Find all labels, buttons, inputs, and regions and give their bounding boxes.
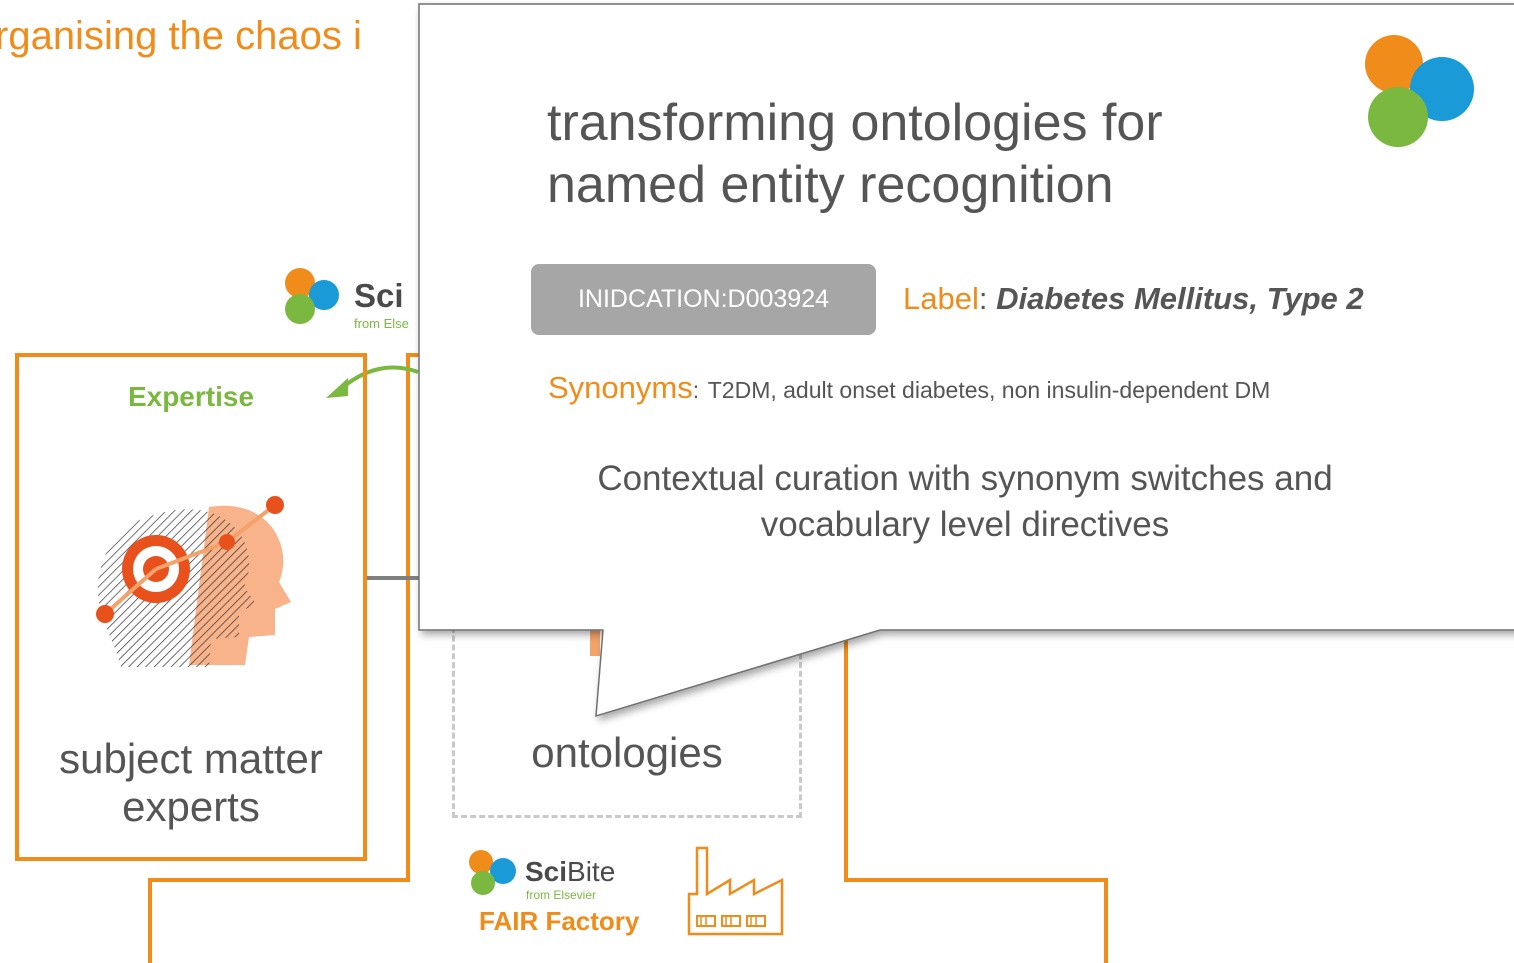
label-value: Diabetes Mellitus, Type 2 bbox=[996, 281, 1364, 316]
label-separator: : bbox=[978, 281, 988, 316]
callout-description: Contextual curation with synonym switche… bbox=[540, 456, 1390, 548]
fair-factory-label: FAIR Factory bbox=[479, 906, 640, 936]
scibite-bottom-bold: Sci bbox=[525, 856, 568, 887]
scibite-logo-large-icon bbox=[1365, 35, 1474, 147]
label-row: Label: Diabetes Mellitus, Type 2 bbox=[903, 281, 1364, 317]
expertise-panel: Expertise subject matter experts bbox=[15, 353, 367, 861]
label-key: Label bbox=[903, 281, 979, 316]
callout-description-line2: vocabulary level directives bbox=[760, 505, 1170, 544]
synonyms-value: T2DM, adult onset diabetes, non insulin-… bbox=[707, 377, 1271, 403]
scibite-bottom-subtext: from Elsevier bbox=[526, 888, 597, 902]
ontologies-label: ontologies bbox=[531, 729, 723, 776]
synonyms-separator: : bbox=[692, 377, 700, 403]
concept-id-badge: INIDCATION:D003924 bbox=[531, 264, 876, 335]
expert-caption: subject matter experts bbox=[19, 735, 363, 831]
expert-caption-line1: subject matter bbox=[59, 735, 323, 782]
scibite-bottom-brand: SciBite bbox=[525, 856, 615, 888]
curved-arrow-icon bbox=[326, 365, 419, 398]
expert-head-icon bbox=[96, 496, 291, 667]
scibite-logo-small-icon bbox=[469, 850, 516, 895]
expert-caption-line2: experts bbox=[122, 783, 260, 830]
synonyms-row: Synonyms: T2DM, adult onset diabetes, no… bbox=[548, 370, 1270, 406]
callout-title-line2: named entity recognition bbox=[547, 156, 1114, 214]
scibite-brand-text: Sci bbox=[354, 277, 404, 314]
slide-title: rganising the chaos i bbox=[0, 14, 362, 58]
scibite-logo-icon bbox=[285, 268, 339, 324]
expertise-label: Expertise bbox=[127, 381, 255, 412]
scibite-bottom-regular: Bite bbox=[567, 856, 616, 887]
callout-title-line1: transforming ontologies for bbox=[547, 94, 1163, 152]
factory-icon bbox=[687, 846, 784, 936]
callout-title: transforming ontologies for named entity… bbox=[547, 92, 1163, 216]
callout-description-line1: Contextual curation with synonym switche… bbox=[597, 459, 1333, 498]
scibite-brand-subtext: from Else bbox=[354, 316, 409, 331]
synonyms-key: Synonyms bbox=[548, 370, 693, 405]
